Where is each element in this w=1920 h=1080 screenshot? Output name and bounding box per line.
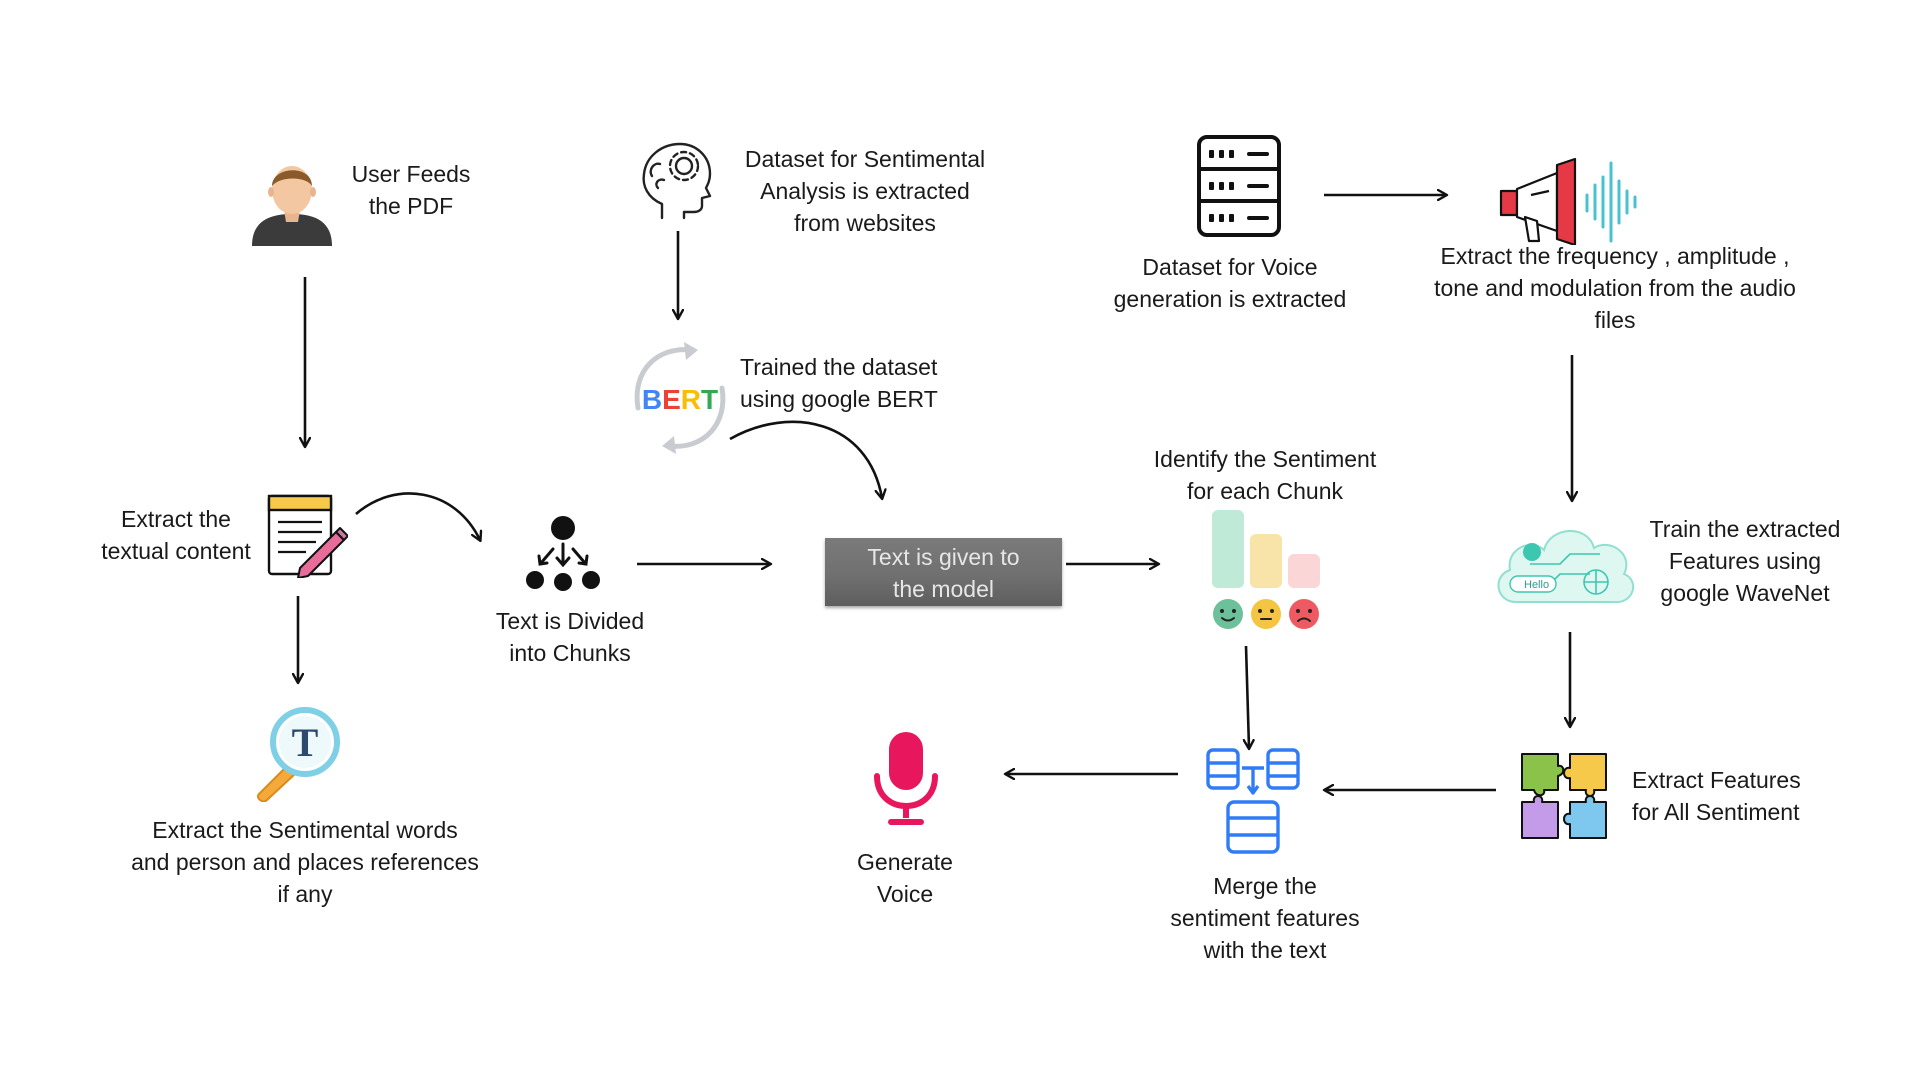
node-identify-sentiment: Identify the Sentiment for each Chunk: [1153, 446, 1377, 504]
node-trained-bert: Trained the dataset using google BERT: [740, 354, 938, 412]
sentiment-bars-icon: [1212, 510, 1320, 629]
bert-logo: BERT: [642, 384, 718, 415]
microphone-icon: [874, 732, 938, 825]
bert-cycle-icon: BERT: [634, 342, 726, 454]
node-user-feeds: User Feeds the PDF: [351, 161, 471, 219]
node-extract-features-all: Extract Features for All Sentiment: [1632, 767, 1801, 825]
model-box: Text is given to the model: [825, 538, 1062, 606]
database-merge-icon: [1206, 748, 1300, 854]
node-generate-voice: Generate Voice: [857, 849, 953, 907]
notepad-pencil-icon: [267, 494, 348, 578]
node-divided-chunks: Text is Divided into Chunks: [495, 608, 645, 666]
node-extract-textual: Extract the textual content: [101, 506, 251, 564]
server-icon: [1197, 135, 1281, 237]
node-merge-features: Merge the sentiment features with the te…: [1170, 873, 1360, 963]
arrow-bert-to-model: [729, 420, 882, 498]
node-extract-sentimental-words: Extract the Sentimental words and person…: [131, 817, 479, 907]
text-magnifier-icon: T: [257, 707, 340, 802]
puzzle-icon: [1521, 753, 1607, 839]
brain-gear-icon: [642, 142, 712, 220]
megaphone-soundwave-icon: [1499, 157, 1637, 245]
hierarchy-icon: [526, 516, 600, 591]
node-dataset-voice: Dataset for Voice generation is extracte…: [1113, 254, 1347, 312]
wavenet-cloud-icon: Hello: [1497, 530, 1635, 604]
arrow-sentiment-to-merge: [1246, 645, 1249, 748]
node-train-wavenet: Train the extracted Features using googl…: [1649, 516, 1841, 606]
svg-text:T: T: [292, 720, 319, 765]
hello-bubble-text: Hello: [1524, 579, 1549, 591]
user-avatar-icon: [252, 166, 332, 246]
node-extract-audio: Extract the frequency , amplitude , tone…: [1434, 243, 1796, 333]
node-dataset-sentiment: Dataset for Sentimental Analysis is extr…: [744, 146, 986, 236]
arrow-extract-to-chunks: [355, 492, 480, 540]
